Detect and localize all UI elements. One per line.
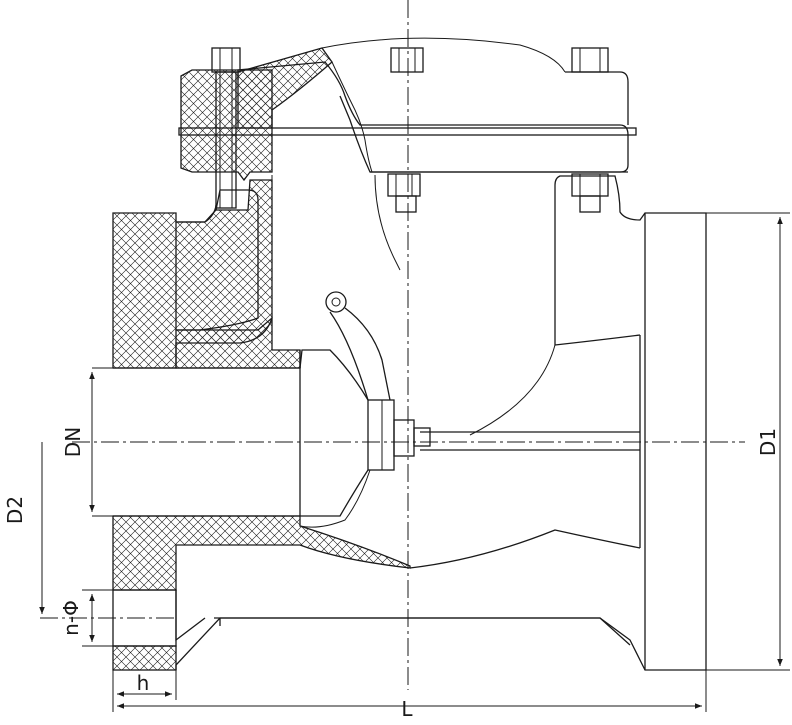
d1-label: D1 xyxy=(756,428,780,456)
l-label: L xyxy=(401,697,413,720)
bonnet xyxy=(178,37,637,182)
bonnet-flange-left xyxy=(180,69,273,182)
dim-dn: DN xyxy=(61,367,113,517)
gasket-line xyxy=(178,127,637,136)
d2-label: D2 xyxy=(3,496,27,524)
h-label: h xyxy=(137,671,150,695)
dn-label: DN xyxy=(61,427,85,457)
bonnet-bolts xyxy=(211,47,609,213)
dim-l: L xyxy=(117,670,707,721)
body-section-left xyxy=(112,179,411,671)
disc-assembly xyxy=(299,291,640,517)
dim-n-phi: n-Φ xyxy=(40,589,176,647)
body-outline-right xyxy=(175,174,707,671)
dim-h: h xyxy=(112,670,177,712)
hinge-pin xyxy=(325,291,347,313)
n-phi-label: n-Φ xyxy=(59,600,83,636)
dim-d1: D1 xyxy=(706,212,790,671)
dim-d2: D2 xyxy=(3,442,45,614)
